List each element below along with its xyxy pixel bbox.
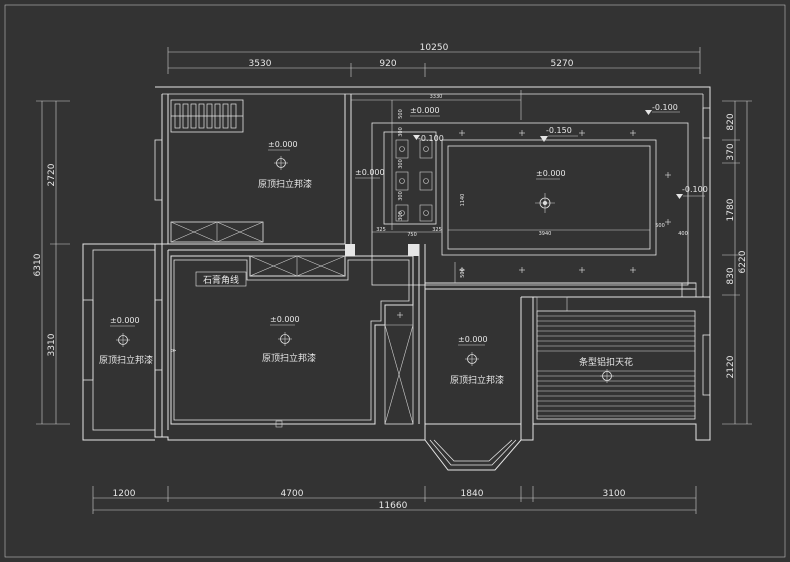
elev-tray-center: ±0.000 (536, 169, 566, 178)
label-paint-ceiling-left-balcony: 原顶扫立邦漆 (99, 354, 153, 366)
elev-top-left: ±0.000 (268, 140, 298, 149)
room-top-right: 3330 500 300 300 300 300 (351, 90, 708, 286)
dim-inner-right-1: 500 (655, 223, 665, 229)
dim-bottom-total: 11660 (379, 501, 408, 511)
dim-right-seg-2: 370 (726, 143, 736, 160)
dim-right-seg-1: 820 (726, 113, 736, 130)
room-lower-middle: ±0.000 原顶扫立邦漆 (450, 335, 504, 386)
dim-top-seg-1: 3530 (249, 59, 272, 69)
dim-stack-3: 300 (398, 191, 404, 201)
label-aluminum-ceiling: 条型铝扣天花 (579, 356, 633, 368)
dim-inner-small-1: 325 (376, 227, 386, 233)
room-left-balcony: ±0.000 原顶扫立邦漆 (99, 316, 153, 366)
dim-inner-bottom-left: 500 (460, 268, 466, 278)
elev-lower-middle: ±0.000 (458, 335, 488, 344)
dim-bottom-seg-2: 4700 (281, 489, 304, 499)
dim-left-seg-1: 2720 (47, 163, 57, 186)
dim-inner-vertical: 1140 (460, 194, 466, 207)
dim-inner-top: 3330 (430, 94, 443, 100)
left-dimension-chain: 6310 2720 3310 (33, 100, 70, 425)
room-top-left: ±0.000 原顶扫立邦漆 (170, 99, 312, 243)
elev-tray-minus-150: -0.150 (546, 126, 572, 135)
dim-right-total: 6220 (738, 250, 748, 273)
elev-top-right-minus-100: -0.100 (652, 103, 678, 112)
dim-bottom-seg-1: 1200 (113, 489, 136, 499)
downlight-icons (459, 130, 671, 273)
elev-left-balcony: ±0.000 (110, 316, 140, 325)
elev-inner-top: ±0.000 (410, 106, 440, 115)
dim-bottom-seg-4: 3100 (603, 489, 626, 499)
outer-walls (82, 86, 711, 441)
room-center: 石膏角线 ±0.000 原顶扫立邦漆 ≫ (170, 255, 414, 428)
dim-top-total: 10250 (420, 43, 449, 53)
elev-corridor: ±0.000 (355, 168, 385, 177)
dim-top-seg-2: 920 (379, 59, 396, 69)
dim-right-seg-4: 830 (726, 267, 736, 284)
label-gypsum-molding: 石膏角线 (203, 274, 239, 286)
dim-stack-1: 300 (398, 127, 404, 137)
top-dimension-chain: 10250 3530 920 5270 (167, 43, 701, 77)
dim-stack-2: 300 (398, 159, 404, 169)
bottom-dimension-chain: 1200 4700 1840 3100 11660 (92, 486, 697, 514)
label-paint-ceiling-lower-middle: 原顶扫立邦漆 (450, 374, 504, 386)
dim-bottom-seg-3: 1840 (461, 489, 484, 499)
dim-stack-0: 500 (398, 109, 404, 119)
corridor-zone: ±0.000 (355, 168, 385, 179)
label-paint-ceiling-top-left: 原顶扫立邦漆 (258, 178, 312, 190)
dim-left-seg-2: 3310 (47, 333, 57, 356)
elev-center: ±0.000 (270, 315, 300, 324)
dim-inner-width: 3940 (539, 231, 552, 237)
elev-right-minus-100: -0.100 (682, 185, 708, 194)
right-dimension-chain: 820 370 1780 830 2120 6220 (722, 100, 752, 425)
elev-inner-minus-100-left: -0.100 (418, 134, 444, 143)
dim-inner-small-3: 325 (432, 227, 442, 233)
dim-right-seg-3: 1780 (726, 198, 736, 221)
light-fixture-stack (395, 139, 433, 222)
chandelier-icon (535, 193, 555, 213)
dim-inner-right-2: 400 (678, 231, 688, 237)
bay-window (424, 439, 522, 471)
dim-inner-small-2: 750 (407, 232, 417, 238)
label-paint-ceiling-center: 原顶扫立邦漆 (262, 352, 316, 364)
drawing-frame (4, 4, 786, 558)
mark-center: ≫ (171, 348, 176, 354)
dim-right-seg-5: 2120 (726, 355, 736, 378)
dim-stack-4: 300 (398, 211, 404, 221)
room-lower-right: 条型铝扣天花 (536, 296, 696, 420)
dim-left-total: 6310 (33, 253, 43, 276)
dim-top-seg-3: 5270 (551, 59, 574, 69)
